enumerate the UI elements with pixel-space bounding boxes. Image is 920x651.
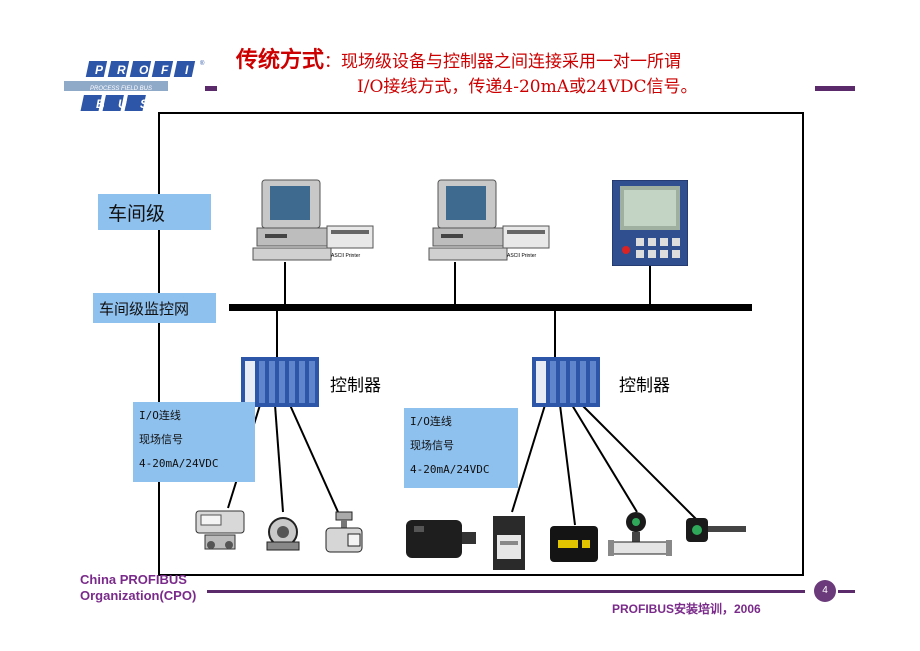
hmi-panel-icon xyxy=(612,180,688,266)
footer-organization: China PROFIBUS Organization(CPO) xyxy=(80,572,196,604)
wire-c1-d3 xyxy=(289,404,339,513)
org-line1: China PROFIBUS xyxy=(80,572,187,587)
logo-letter-i: I xyxy=(185,63,189,77)
logo-letter-r: R xyxy=(117,63,126,77)
wire-c1-d2 xyxy=(274,404,284,513)
analyzer-icon xyxy=(550,526,598,562)
io-wiring-text: I/O连线 xyxy=(410,415,452,428)
logo-letter-s: S xyxy=(140,97,148,111)
wire-c2-d1 xyxy=(511,404,546,513)
workshop-level-label: 车间级 xyxy=(98,194,211,230)
bottom-right-bar xyxy=(838,590,855,593)
field-signal-text: 现场信号 xyxy=(139,433,183,446)
controller-2-label: 控制器 xyxy=(619,376,670,396)
wire-c2-d4 xyxy=(581,404,698,521)
valve-positioner-icon xyxy=(195,510,245,550)
footer-course: PROFIBUS安装培训，2006 xyxy=(612,602,761,616)
controller-1-label: 控制器 xyxy=(330,376,381,396)
io-info-box-1: I/O连线 现场信号 4-20mA/24VDC xyxy=(133,402,255,482)
slide-title: 传统方式：现场级设备与控制器之间连接采用一对一所谓 xyxy=(236,42,681,74)
title-line1: 现场级设备与控制器之间连接采用一对一所谓 xyxy=(341,52,682,72)
transmitter-icon xyxy=(686,518,746,542)
logo-letter-u: U xyxy=(118,97,127,111)
title-line2: I/O接线方式，传递4-20mA或24VDC信号。 xyxy=(357,77,698,97)
logo-letter-f: F xyxy=(161,63,169,77)
printer-label-2: ASCII Printer xyxy=(507,253,537,259)
field-signal-text: 现场信号 xyxy=(410,439,454,452)
top-right-bar xyxy=(815,86,855,91)
page-number: 4 xyxy=(814,580,836,602)
controller-1-icon xyxy=(241,357,319,407)
motor-icon xyxy=(406,520,476,558)
diagram-frame xyxy=(158,112,804,576)
profibus-logo: P R O F I ® PROCESS FIELD BUS B U S xyxy=(64,60,205,111)
actuator-icon xyxy=(266,517,300,551)
monitoring-bus xyxy=(229,304,752,311)
control-valve-icon xyxy=(325,511,363,553)
logo-letter-b: B xyxy=(96,97,105,111)
top-left-bar xyxy=(205,86,217,91)
wire-c2-d3 xyxy=(571,404,638,513)
flowmeter-icon xyxy=(608,512,672,556)
workstation-1-icon: ASCII Printer xyxy=(252,179,374,261)
workstation-2-icon: ASCII Printer xyxy=(428,179,550,261)
io-info-box-2: I/O连线 现场信号 4-20mA/24VDC xyxy=(404,408,518,488)
signal-range-text: 4-20mA/24VDC xyxy=(139,457,219,470)
wire-c2-d2 xyxy=(559,404,576,526)
signal-range-text: 4-20mA/24VDC xyxy=(410,463,490,476)
printer-label-1: ASCII Printer xyxy=(331,253,361,259)
title-colon: ： xyxy=(324,52,342,72)
logo-middle-text: PROCESS FIELD BUS xyxy=(90,86,152,92)
workshop-network-label: 车间级监控网 xyxy=(93,293,216,323)
controller-2-icon xyxy=(532,357,600,407)
title-lead: 传统方式 xyxy=(236,47,325,73)
bottom-bar xyxy=(207,590,805,593)
logo-letter-p: P xyxy=(95,63,104,77)
logo-letter-o: O xyxy=(139,63,149,77)
drive-icon xyxy=(493,516,525,570)
logo-registered: ® xyxy=(200,60,205,67)
org-line2: Organization(CPO) xyxy=(80,588,197,603)
io-wiring-text: I/O连线 xyxy=(139,409,181,422)
